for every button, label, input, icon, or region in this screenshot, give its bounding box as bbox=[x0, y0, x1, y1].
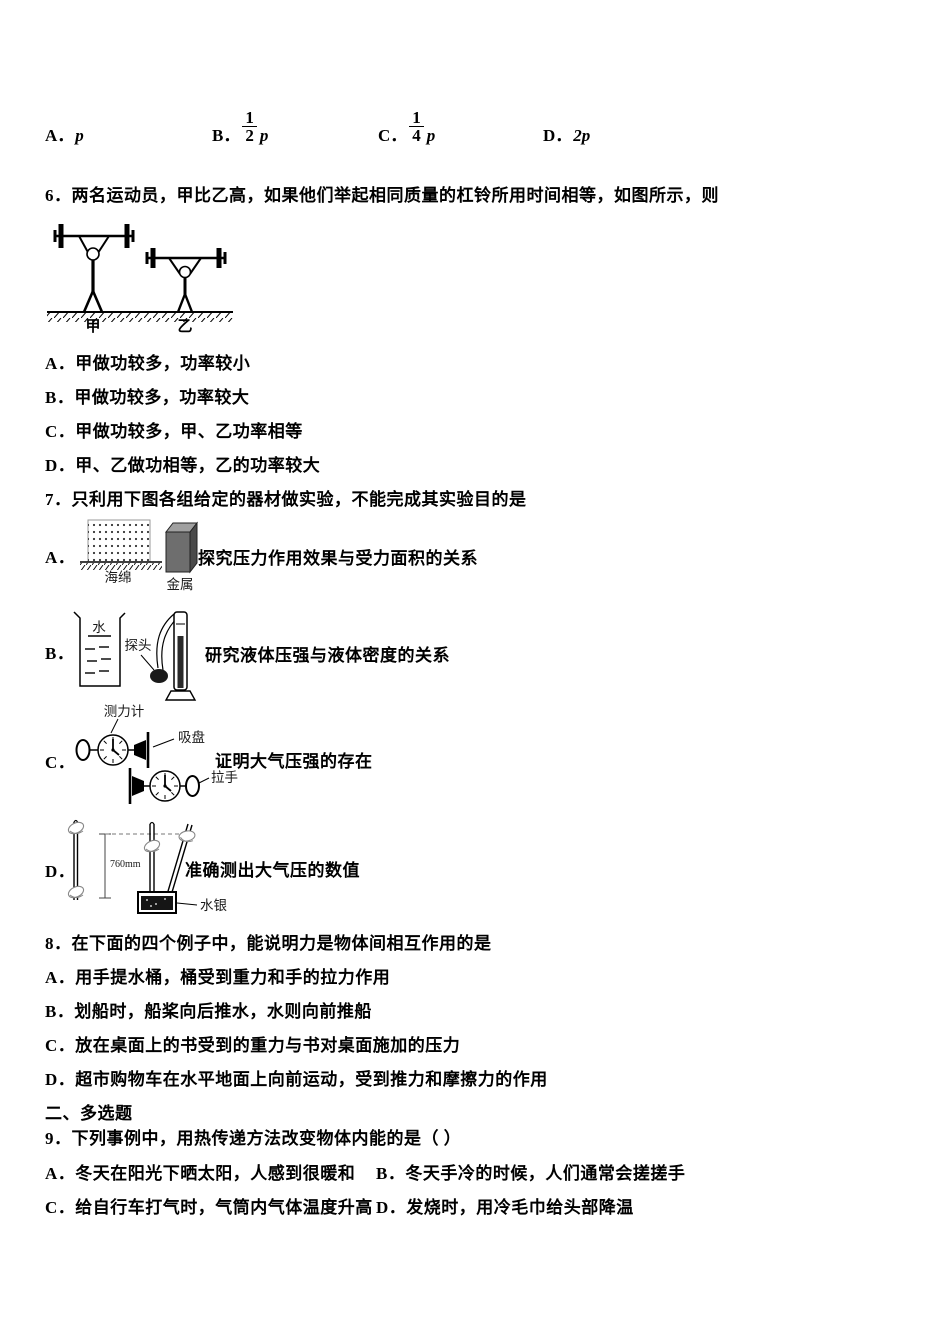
q7-option-d-label: D． bbox=[45, 862, 76, 881]
q9-option-c: C．给自行车打气时，气筒内气体温度升高 bbox=[45, 1198, 373, 1217]
q9-option-b: B．冬天手冷的时候，人们通常会搓搓手 bbox=[376, 1164, 686, 1183]
metal-label: 金属 bbox=[167, 577, 194, 592]
probe-label: 探头 bbox=[125, 638, 152, 653]
figure-label-jia: 甲 bbox=[85, 318, 100, 334]
q6-option-a: A．甲做功较多，功率较小 bbox=[45, 354, 251, 373]
height-760mm-label: 760mm bbox=[110, 859, 141, 870]
mercury-label: 水银 bbox=[200, 898, 227, 913]
q5-option-d: D．2p bbox=[543, 121, 590, 146]
q9-option-d: D．发烧时，用冷毛巾给头部降温 bbox=[376, 1198, 634, 1217]
q7-option-c-label: C． bbox=[45, 753, 76, 772]
q7-option-a-desc: 探究压力作用效果与受力面积的关系 bbox=[198, 549, 478, 568]
q6-option-c: C．甲做功较多，甲、乙功率相等 bbox=[45, 422, 303, 441]
q5-option-c-label: C． bbox=[378, 126, 408, 145]
sponge-metal-figure: 海绵 金属 bbox=[80, 519, 199, 592]
liquid-pressure-figure: 水 探头 bbox=[73, 611, 197, 701]
section-2-header: 二、多选题 bbox=[45, 1104, 133, 1123]
q6-option-d: D．甲、乙做功相等，乙的功率较大 bbox=[45, 456, 321, 475]
q9-option-a: A．冬天在阳光下晒太阳，人感到很暖和 bbox=[45, 1164, 356, 1183]
q8-option-a: A．用手提水桶，桶受到重力和手的拉力作用 bbox=[45, 968, 391, 987]
weightlifters-figure: 甲 乙 bbox=[47, 224, 233, 334]
force-meter-label: 测力计 bbox=[104, 704, 145, 719]
question-7-text: 7．只利用下图各组给定的器材做实验，不能完成其实验目的是 bbox=[45, 490, 527, 509]
suction-cup-label: 吸盘 bbox=[178, 729, 205, 745]
question-9-text: 9．下列事例中，用热传递方法改变物体内能的是（ ） bbox=[45, 1129, 462, 1148]
handle-label: 拉手 bbox=[211, 770, 238, 785]
water-label: 水 bbox=[92, 620, 106, 635]
q7-option-a-label: A． bbox=[45, 548, 76, 567]
q8-option-c: C．放在桌面上的书受到的重力与书对桌面施加的压力 bbox=[45, 1036, 461, 1055]
q5-option-b-value: p bbox=[259, 126, 269, 145]
q5-option-c-value: p bbox=[426, 126, 436, 145]
question-6-text: 6．两名运动员，甲比乙高，如果他们举起相同质量的杠铃所用时间相等，如图所示，则 bbox=[45, 186, 719, 205]
question-8-text: 8．在下面的四个例子中，能说明力是物体间相互作用的是 bbox=[45, 934, 492, 953]
q5-option-b-label: B． bbox=[212, 126, 241, 145]
q6-option-b: B．甲做功较多，功率较大 bbox=[45, 388, 250, 407]
suction-cup-figure: 测力计 吸盘 拉手 bbox=[75, 704, 238, 804]
q5-option-a-value: p bbox=[75, 126, 84, 145]
q7-option-b-label: B． bbox=[45, 644, 75, 663]
q7-option-b-desc: 研究液体压强与液体密度的关系 bbox=[205, 646, 450, 665]
q7-option-c-desc: 证明大气压强的存在 bbox=[215, 752, 373, 771]
q5-option-d-value: 2p bbox=[573, 126, 591, 145]
q7-option-d-desc: 准确测出大气压的数值 bbox=[185, 861, 360, 880]
figure-label-yi: 乙 bbox=[177, 319, 192, 334]
q8-option-d: D．超市购物车在水平地面上向前运动，受到推力和摩擦力的作用 bbox=[45, 1070, 548, 1089]
sponge-label: 海绵 bbox=[105, 570, 132, 585]
q5-option-a: A．p bbox=[45, 121, 84, 146]
q5-option-d-label: D． bbox=[543, 126, 573, 145]
q5-option-a-label: A． bbox=[45, 126, 75, 145]
q8-option-b: B．划船时，船桨向后推水，水则向前推船 bbox=[45, 1002, 372, 1021]
barometer-figure: 760mm 水银 bbox=[66, 819, 227, 914]
